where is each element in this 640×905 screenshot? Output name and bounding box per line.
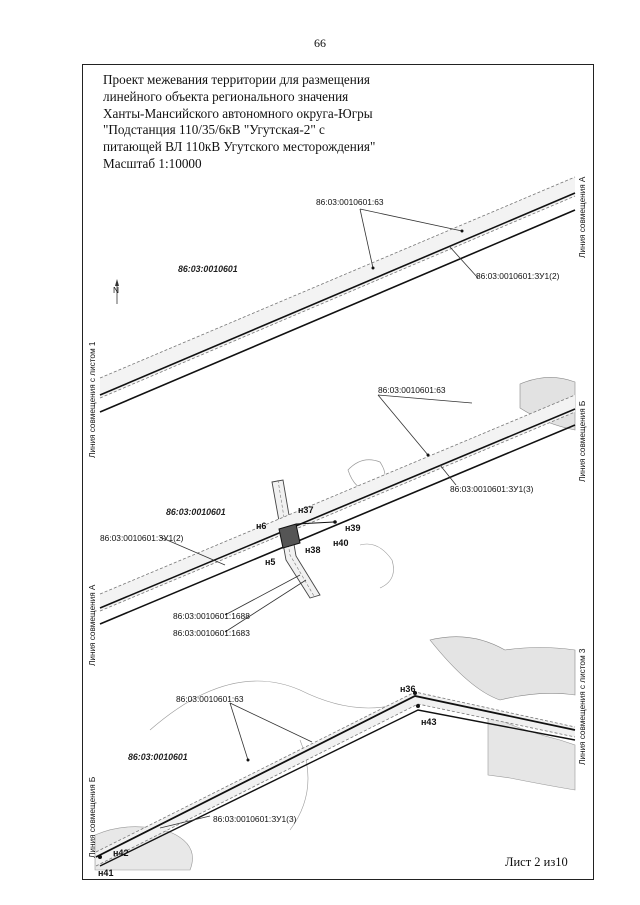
- page-number: 66: [314, 36, 326, 50]
- panel-2: 86:03:0010601:63 86:03:0010601:ЗУ1(3) 86…: [99, 377, 576, 638]
- point-marker: [413, 691, 417, 695]
- corridor-edge-dashed: [99, 394, 576, 595]
- leader-line: [377, 394, 429, 456]
- parcel-label: 86:03:0010601:ЗУ1(2): [476, 271, 560, 281]
- sheet-number: Лист 2 из10: [505, 855, 568, 869]
- point-marker: [333, 520, 337, 524]
- point-label: н36: [400, 684, 415, 694]
- title-line: "Подстанция 110/35/6кВ "Угутская-2" с: [103, 122, 325, 138]
- marker-dot: [426, 453, 430, 457]
- power-line-boundary: [99, 709, 576, 867]
- point-label: н43: [421, 717, 436, 727]
- title-line: питающей ВЛ 110кВ Угутского месторождени…: [103, 139, 376, 155]
- parcel-label: 86:03:0010601:63: [176, 694, 244, 704]
- leader-line: [439, 464, 457, 486]
- terrain-hatch-area: [429, 636, 576, 701]
- scale-label: Масштаб 1:10000: [103, 155, 202, 171]
- side-label: Линия совмещения А: [88, 584, 97, 666]
- power-line-boundary: [99, 209, 576, 413]
- corridor-edge-dashed: [99, 411, 576, 612]
- leader-line: [159, 536, 226, 566]
- side-label: Линия совмещения с листом 1: [88, 341, 97, 458]
- leader-line: [224, 579, 307, 633]
- road-crossing: [271, 479, 321, 599]
- leader-line: [229, 702, 313, 743]
- parcel-label: 86:03:0010601:ЗУ1(2): [100, 533, 184, 543]
- terrain-hatch-area: [487, 714, 576, 791]
- corridor-edge-dashed: [99, 195, 576, 399]
- point-marker: [416, 704, 420, 708]
- title-line: Проект межевания территории для размещен…: [103, 72, 370, 87]
- quarter-label: 86:03:0010601: [178, 264, 238, 274]
- road-centerline: [277, 479, 315, 597]
- panel-1: N 86:03:0010601:63 86:03:0010601 86:03:0…: [99, 176, 576, 413]
- terrain-contour: [359, 543, 394, 589]
- point-marker: [98, 855, 102, 859]
- leader-line: [229, 702, 249, 761]
- point-label: н38: [305, 545, 320, 555]
- leader-line: [359, 208, 463, 232]
- point-label: н39: [345, 523, 360, 533]
- quarter-label: 86:03:0010601: [166, 507, 226, 517]
- side-label: Линия совмещения Б: [578, 401, 587, 482]
- terrain-contour: [149, 680, 411, 731]
- sheet-frame: [82, 64, 594, 880]
- marker-dot: [460, 229, 464, 233]
- point-label: н5: [265, 557, 275, 567]
- panel-3: 86:03:0010601:63 86:03:0010601 86:03:001…: [94, 636, 576, 878]
- title-line: линейного объекта регионального значения: [103, 88, 349, 104]
- leader-line: [377, 394, 473, 404]
- point-label: н41: [98, 868, 113, 878]
- north-arrow-icon: [115, 279, 119, 286]
- leader-line: [449, 246, 479, 279]
- quarter-label: 86:03:0010601: [128, 752, 188, 762]
- boundary-line: [295, 521, 335, 525]
- point-label: н6: [256, 521, 266, 531]
- power-line-boundary: [99, 408, 576, 609]
- corridor-band: [100, 177, 575, 398]
- leader-line: [224, 574, 301, 616]
- point-label: н40: [333, 538, 348, 548]
- point-label: н37: [298, 505, 313, 515]
- title-line: Ханты-Мансийского автономного округа-Югр…: [103, 105, 373, 121]
- side-label: Линия совмещения с листом 3: [578, 648, 587, 765]
- leader-line: [359, 208, 374, 269]
- point-label: н42: [113, 848, 128, 858]
- corridor-band: [100, 395, 575, 611]
- parcel-label: 86:03:0010601:ЗУ1(3): [213, 814, 297, 824]
- crossing-plot: [278, 523, 301, 549]
- parcel-label: 86:03:0010601:1688: [173, 611, 250, 621]
- north-arrow-letter: N: [113, 285, 119, 295]
- power-line-boundary: [99, 192, 576, 396]
- parcel-label: 86:03:0010601:63: [316, 197, 384, 207]
- marker-dot: [246, 758, 250, 762]
- parcel-label: 86:03:0010601:ЗУ1(3): [450, 484, 534, 494]
- leader-line: [159, 815, 211, 829]
- side-label: Линия совмещения Б: [88, 777, 97, 858]
- parcel-label: 86:03:0010601:1683: [173, 628, 250, 638]
- corridor-edge-dashed: [99, 176, 576, 379]
- power-line-boundary: [99, 424, 576, 625]
- marker-dot: [371, 266, 375, 270]
- map-title: Проект межевания территории для размещен…: [103, 72, 375, 173]
- parcel-label: 86:03:0010601:63: [378, 385, 446, 395]
- power-line-boundary: [95, 695, 576, 858]
- side-label: Линия совмещения А: [578, 176, 587, 258]
